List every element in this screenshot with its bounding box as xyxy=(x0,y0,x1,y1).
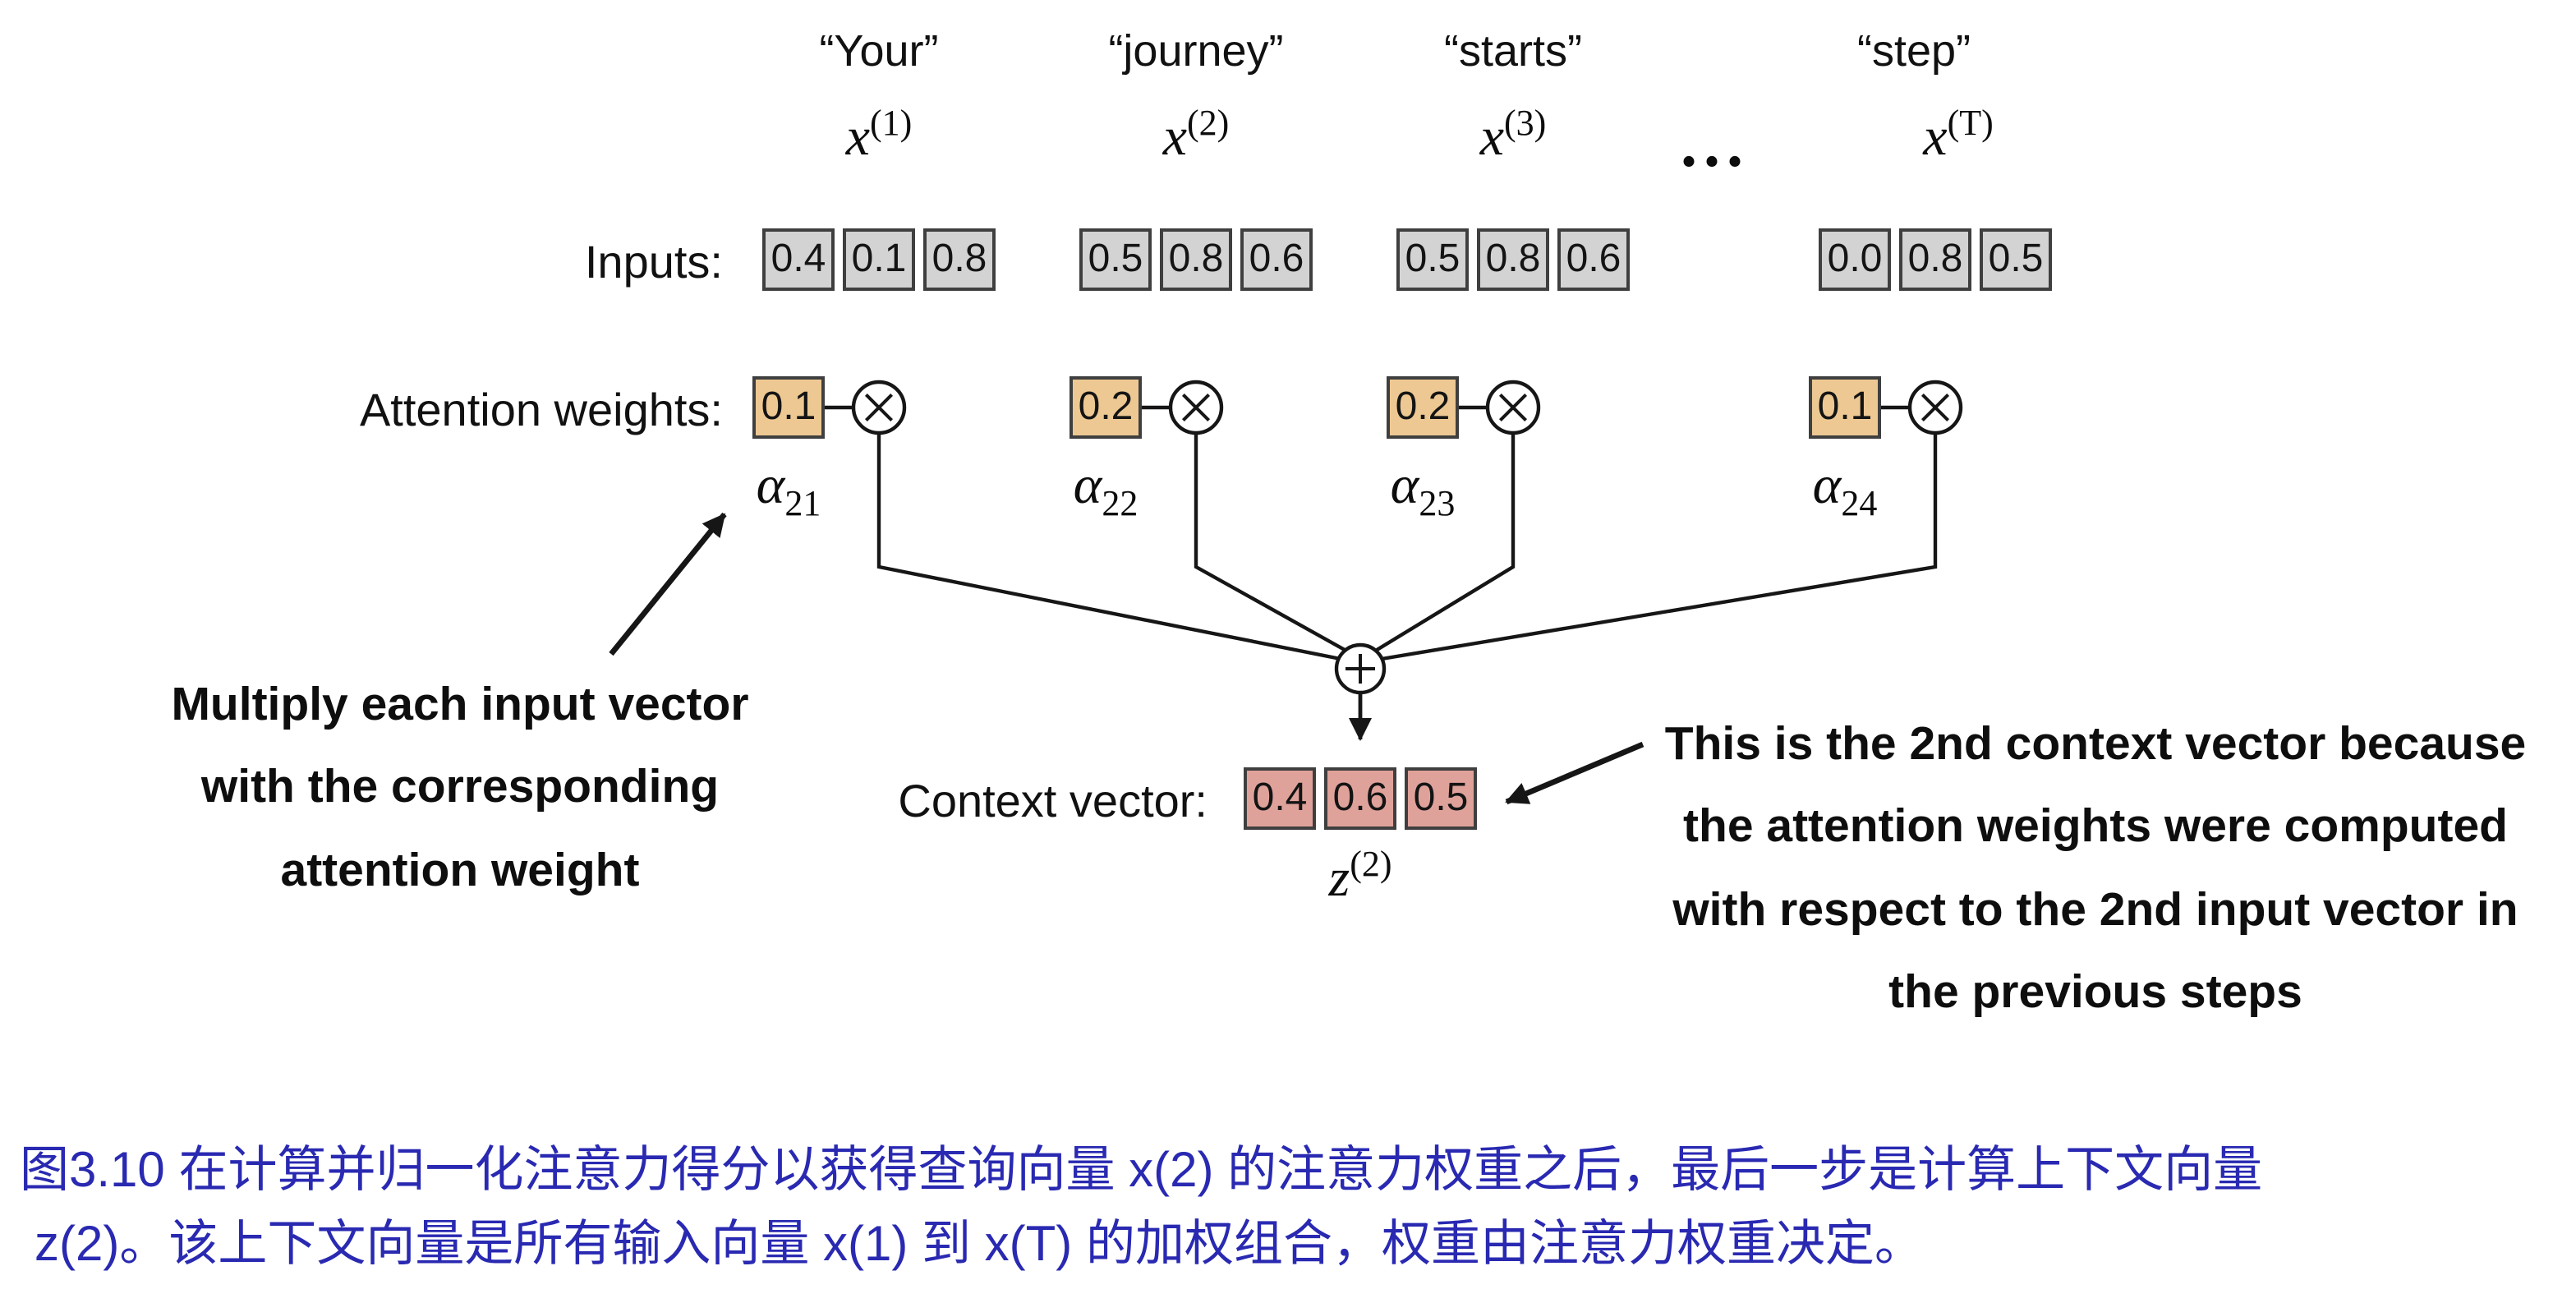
var-sup: (T) xyxy=(1947,102,1994,143)
input-cell: 0.8 xyxy=(1899,228,1971,291)
left-annotation-line: attention weight xyxy=(280,844,640,897)
input-cell: 0.1 xyxy=(843,228,915,291)
right-annotation-line: the previous steps xyxy=(1888,966,2302,1020)
var-sup: (3) xyxy=(1504,102,1547,143)
var-base: x xyxy=(1162,108,1187,168)
context-vector-label: Context vector: xyxy=(898,776,1208,826)
right-annotation-line: the attention weights were computed xyxy=(1683,800,2508,854)
context-cell: 0.5 xyxy=(1405,767,1477,830)
right-annotation-line: with respect to the 2nd input vector in xyxy=(1672,883,2518,937)
alpha-base: α xyxy=(756,457,785,516)
var-sup: (2) xyxy=(1187,102,1230,143)
alpha-label: α23 xyxy=(1391,457,1456,525)
input-cell: 0.8 xyxy=(1160,228,1232,291)
token-label: “journey” xyxy=(1108,26,1284,76)
attention-weight-box: 0.1 xyxy=(1809,376,1881,439)
input-var-label: x(1) xyxy=(846,102,913,169)
alpha-label: α24 xyxy=(1813,457,1878,525)
input-cell: 0.0 xyxy=(1819,228,1891,291)
right-annotation: This is the 2nd context vector because t… xyxy=(1648,703,2543,1035)
var-base: z xyxy=(1328,849,1350,909)
input-var-label: x(T) xyxy=(1923,102,1994,169)
attention-weights-label: Attention weights: xyxy=(359,384,723,435)
caption-line-1: 图3.10 在计算并归一化注意力得分以获得查询向量 x(2) 的注意力权重之后，… xyxy=(20,1144,2263,1198)
attention-weight-box: 0.1 xyxy=(752,376,825,439)
var-base: x xyxy=(1923,108,1948,168)
right-note-arrow xyxy=(1505,741,1644,805)
var-sup: (1) xyxy=(870,102,913,143)
right-annotation-line: This is the 2nd context vector because xyxy=(1664,718,2527,771)
input-cell: 0.4 xyxy=(762,228,835,291)
input-cell: 0.5 xyxy=(1396,228,1469,291)
ellipsis: ... xyxy=(1681,107,1750,181)
alpha-sub: 21 xyxy=(784,482,821,524)
left-annotation-line: Multiply each input vector xyxy=(171,679,749,731)
token-label: “starts” xyxy=(1444,26,1582,76)
alpha-sub: 22 xyxy=(1102,482,1138,524)
attention-weight-box: 0.2 xyxy=(1070,376,1142,439)
multiply-icon xyxy=(851,380,907,435)
left-note-arrow xyxy=(609,512,727,656)
alpha-base: α xyxy=(1812,457,1842,516)
alpha-sub: 24 xyxy=(1841,482,1878,524)
multiply-icon xyxy=(1485,380,1541,435)
input-cell: 0.8 xyxy=(923,228,996,291)
attention-weight-box: 0.2 xyxy=(1387,376,1459,439)
context-cell: 0.6 xyxy=(1324,767,1396,830)
input-vector: 0.5 0.8 0.6 xyxy=(1079,228,1313,291)
alpha-label: α21 xyxy=(757,457,821,525)
alpha-base: α xyxy=(1073,457,1102,516)
input-cell: 0.5 xyxy=(1980,228,2052,291)
input-var-label: x(3) xyxy=(1480,102,1547,169)
input-cell: 0.5 xyxy=(1079,228,1152,291)
multiply-icon xyxy=(1168,380,1224,435)
input-cell: 0.6 xyxy=(1557,228,1630,291)
input-vector: 0.4 0.1 0.8 xyxy=(762,228,996,291)
alpha-label: α22 xyxy=(1074,457,1138,525)
context-vector: 0.4 0.6 0.5 xyxy=(1244,767,1477,830)
input-var-label: x(2) xyxy=(1163,102,1230,169)
token-label: “Your” xyxy=(819,26,939,76)
left-annotation-line: with the corresponding xyxy=(200,761,720,814)
var-sup: (2) xyxy=(1350,843,1392,884)
caption-line-2: z(2)。该上下文向量是所有输入向量 x(1) 到 x(T) 的加权组合，权重由… xyxy=(34,1218,1924,1272)
input-cell: 0.8 xyxy=(1477,228,1549,291)
input-cell: 0.6 xyxy=(1240,228,1313,291)
context-cell: 0.4 xyxy=(1244,767,1316,830)
figure-caption: 图3.10 在计算并归一化注意力得分以获得查询向量 x(2) 的注意力权重之后，… xyxy=(20,1134,2262,1282)
inputs-label: Inputs: xyxy=(584,237,723,288)
alpha-sub: 23 xyxy=(1419,482,1456,524)
context-var-label: z(2) xyxy=(1329,843,1392,910)
var-base: x xyxy=(1479,108,1504,168)
var-base: x xyxy=(845,108,870,168)
alpha-base: α xyxy=(1390,457,1419,516)
sum-icon xyxy=(1334,642,1387,695)
left-annotation: Multiply each input vector with the corr… xyxy=(90,664,830,913)
token-label: “step” xyxy=(1856,26,1971,76)
multiply-icon xyxy=(1907,380,1963,435)
input-vector: 0.5 0.8 0.6 xyxy=(1396,228,1630,291)
input-vector: 0.0 0.8 0.5 xyxy=(1819,228,2052,291)
